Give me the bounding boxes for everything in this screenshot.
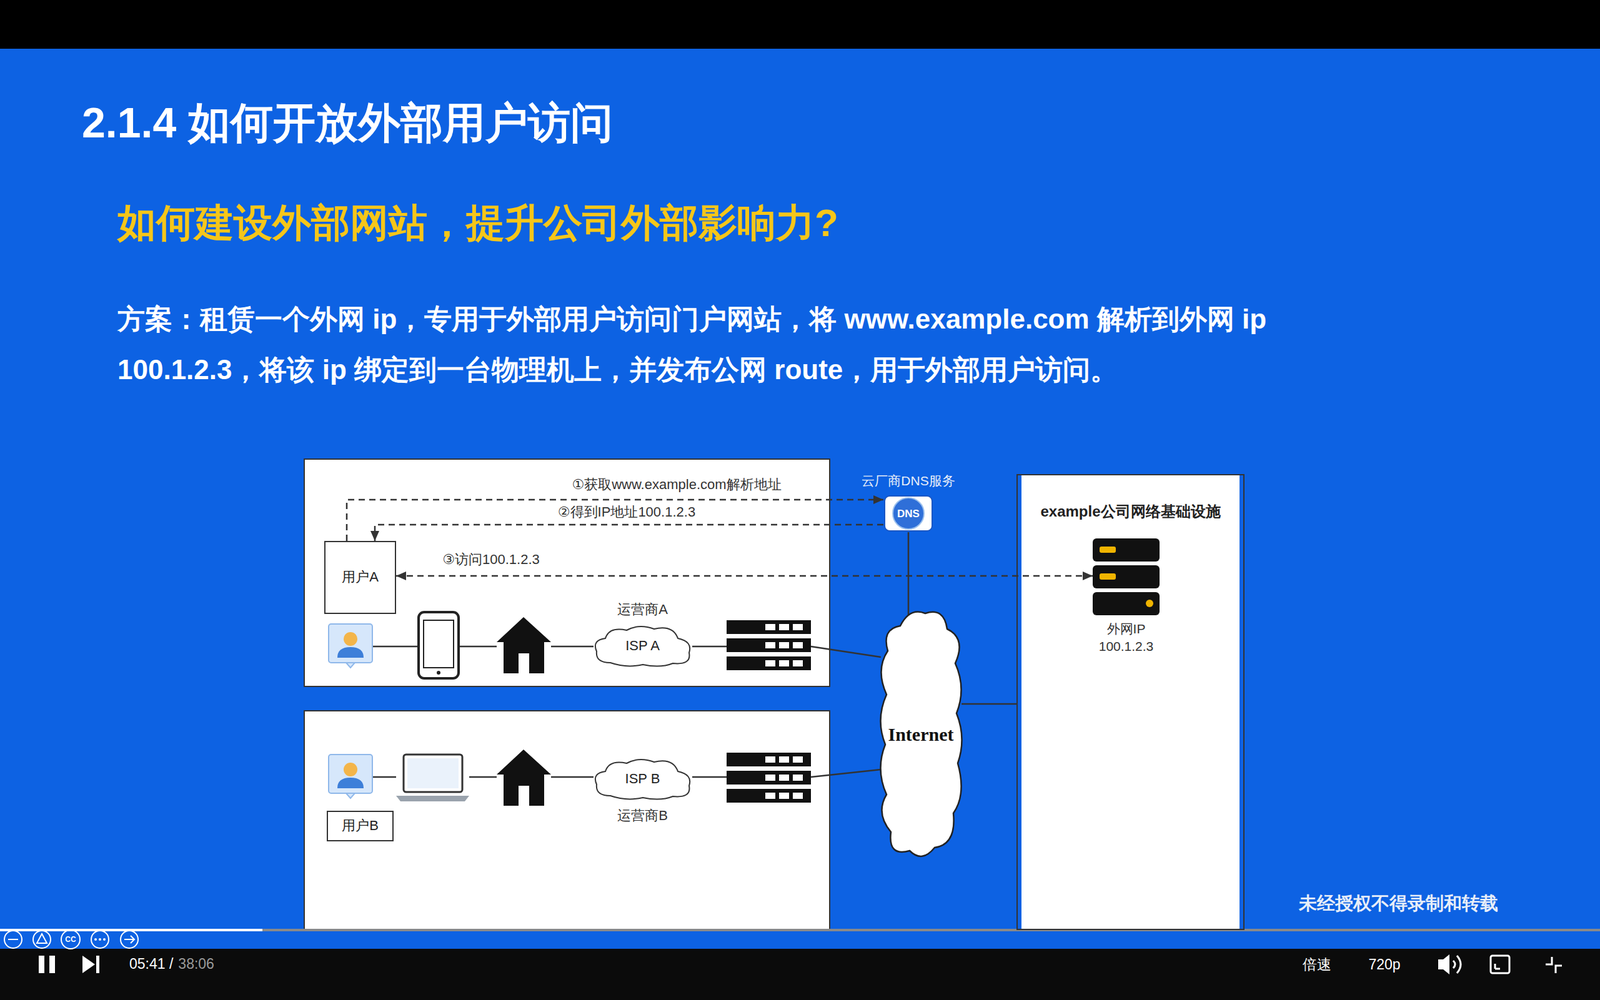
service-name: 云厂商DNS服务 [861,472,955,489]
edge-label: ②得到IP地址100.1.2.3 [555,504,698,521]
isp-name: 运营商B [617,807,668,825]
user-name: 用户A [341,569,379,586]
isp-cloud: ISP B运营商B [591,757,694,802]
edge-label: ③访问100.1.2.3 [439,551,542,568]
isp-name: 运营商A [617,601,668,618]
arrow-head [396,571,407,581]
arrow-head [370,531,380,542]
arrow-head [1082,571,1093,581]
connector-path [346,499,884,542]
isp-cloud: 运营商AISP A [591,624,694,669]
cloud-label: Internet [888,723,955,746]
user-name: 用户B [341,817,379,835]
connector-path [396,575,1093,578]
total-time: 38:06 [178,955,215,974]
subtitle: 如何建设外部网站，提升公司外部影响力? [117,201,839,245]
user-box: 用户A [324,541,397,615]
speed-button: 倍速 [1302,956,1332,974]
quality-button: 720p [1368,956,1401,974]
dashed-arrow [396,571,1093,581]
arrow-head [873,495,884,505]
icon-text: DNS [897,508,920,520]
connector-line [961,704,1017,705]
server-label: 外网IP 100.1.2.3 [1088,620,1164,656]
isp-label: ISP B [625,770,661,788]
connector-path [907,532,910,615]
connector-path [961,703,1017,706]
caption-icon-text: CC [64,935,76,944]
dashed-arrow [346,495,884,542]
infrastructure-box: example公司网络基础设施外网IP 100.1.2.3 [1016,474,1245,931]
connector-path [374,524,884,542]
connector-line [908,532,910,615]
slide-title: 2.1.4 如何开放外部用户访问 [81,97,613,148]
description-text: 方案：租赁一个外网 ip，专用于外部用户访问门户网站，将 www.example… [117,293,1380,395]
watermark: 未经授权不得录制和转载 [1298,892,1499,916]
box-heading: example公司网络基础设施 [1017,502,1244,522]
internet-cloud: Internet [875,607,967,863]
edge-label: ①获取www.example.com解析地址 [569,476,784,493]
dashed-arrow [370,524,884,542]
isp-label: ISP A [625,637,660,655]
dns-service: 云厂商DNS服务DNS [883,494,934,533]
user-box: 用户B [326,810,394,842]
server: 外网IP 100.1.2.3 [1092,538,1160,616]
current-time: 05:41 / [129,955,174,974]
